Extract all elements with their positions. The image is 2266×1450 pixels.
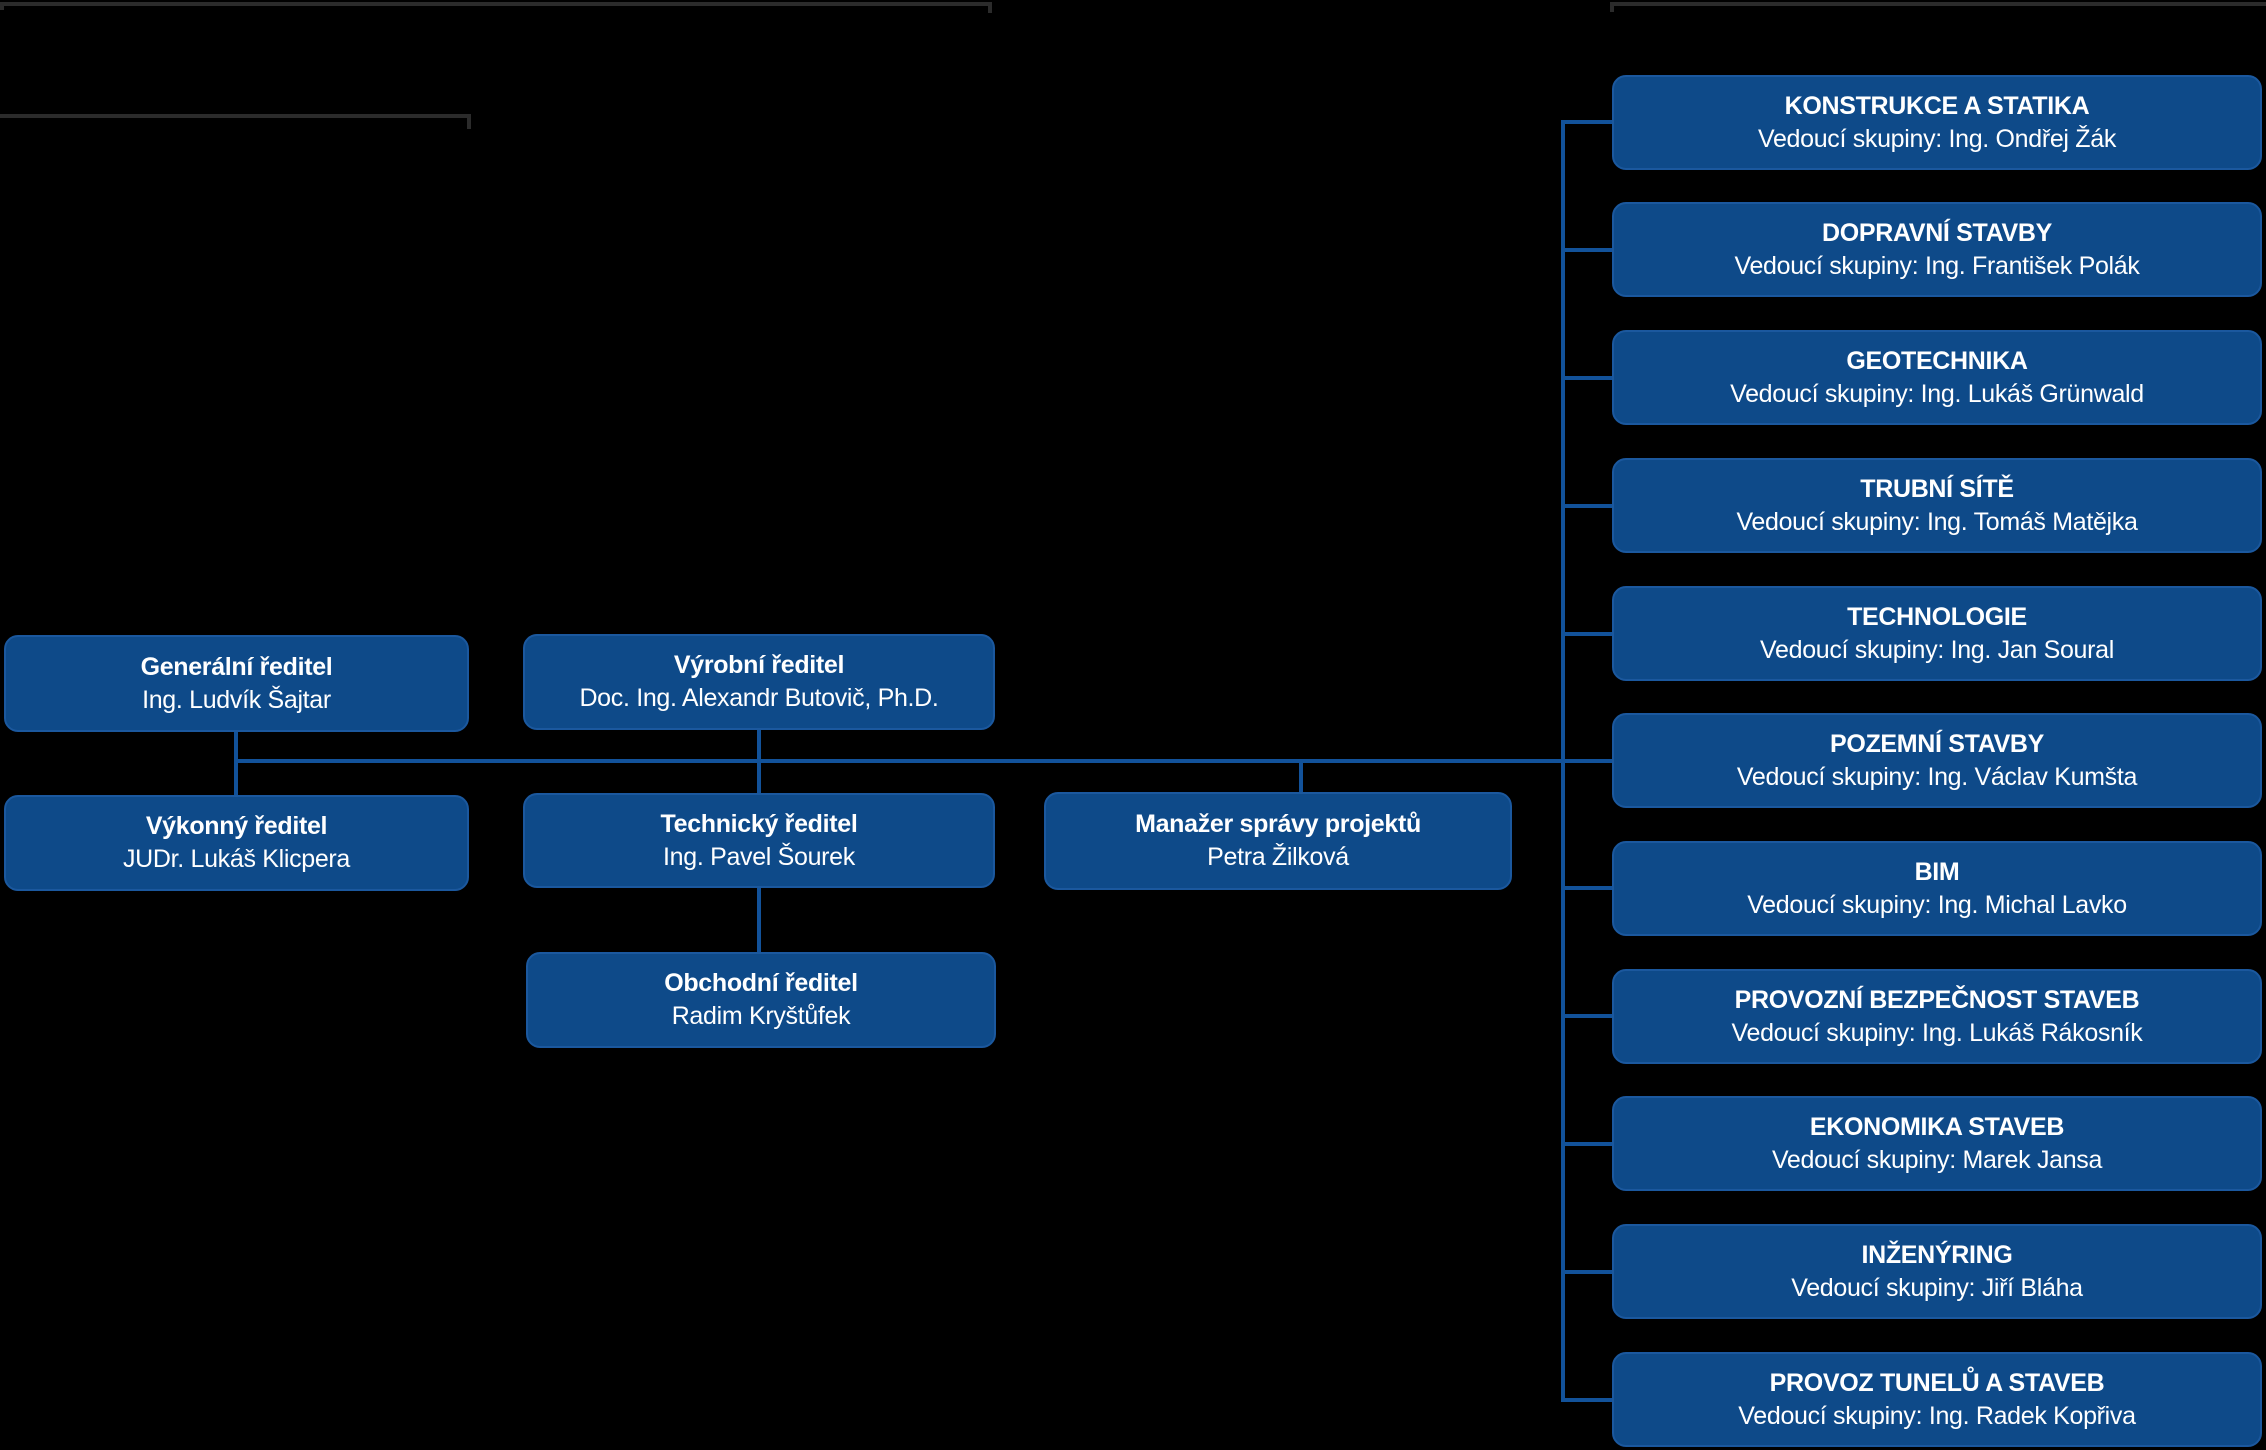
org-box-title: Obchodní ředitel [664, 969, 858, 997]
group-box-title: EKONOMIKA STAVEB [1809, 1112, 2065, 1141]
group-box-leader: Vedoucí skupiny: Ing. Václav Kumšta [1736, 762, 2138, 791]
org-box-manazer-spravy-projektu: Manažer správy projektů Petra Žilková [1044, 792, 1512, 890]
group-box-leader: Vedoucí skupiny: Ing. Lukáš Grünwald [1730, 379, 2144, 408]
org-box-title: Generální ředitel [140, 652, 333, 681]
frame-line-top-left-edge [0, 2, 4, 10]
group-box-leader: Vedoucí skupiny: Marek Jansa [1771, 1145, 2103, 1174]
org-box-title: Výkonný ředitel [145, 812, 328, 840]
connector-main-horizontal [234, 759, 1612, 763]
group-box-pozemni-stavby: POZEMNÍ STAVBY Vedoucí skupiny: Ing. Vác… [1612, 713, 2262, 808]
frame-line-top-left-corner [988, 2, 992, 13]
org-box-title: Technický ředitel [660, 809, 858, 838]
group-box-leader: Vedoucí skupiny: Ing. František Polák [1734, 251, 2140, 280]
connector-stub-konstrukce [1561, 120, 1612, 124]
group-box-leader: Vedoucí skupiny: Ing. Tomáš Matějka [1736, 507, 2138, 536]
group-box-ekonomika-staveb: EKONOMIKA STAVEB Vedoucí skupiny: Marek … [1612, 1096, 2262, 1191]
group-box-title: DOPRAVNÍ STAVBY [1822, 218, 2052, 247]
group-box-leader: Vedoucí skupiny: Ing. Radek Kopřiva [1738, 1401, 2136, 1430]
frame-line-top-right-corner [1610, 2, 1614, 12]
frame-line-mid-left-corner [467, 114, 471, 129]
frame-line-top-right [1610, 2, 2266, 6]
group-box-title: PROVOZ TUNELŮ A STAVEB [1769, 1368, 2105, 1397]
org-box-obchodni-reditel: Obchodní ředitel Radim Kryštůfek [526, 952, 996, 1048]
group-box-leader: Vedoucí skupiny: Ing. Michal Lavko [1747, 890, 2127, 919]
group-box-title: PROVOZNÍ BEZPEČNOST STAVEB [1734, 985, 2140, 1014]
frame-line-mid-left [0, 114, 471, 118]
org-box-person: Ing. Ludvík Šajtar [142, 685, 331, 714]
group-box-bim: BIM Vedoucí skupiny: Ing. Michal Lavko [1612, 841, 2262, 936]
org-box-generalni-reditel: Generální ředitel Ing. Ludvík Šajtar [4, 635, 469, 732]
frame-line-top-left [0, 2, 992, 6]
org-box-person: JUDr. Lukáš Klicpera [122, 845, 351, 873]
group-box-leader: Vedoucí skupiny: Ing. Ondřej Žák [1757, 124, 2117, 153]
group-box-leader: Vedoucí skupiny: Jiří Bláha [1791, 1273, 2083, 1302]
connector-stub-ekonomika [1561, 1142, 1612, 1146]
group-box-konstrukce-a-statika: KONSTRUKCE A STATIKA Vedoucí skupiny: In… [1612, 75, 2262, 170]
org-box-person: Ing. Pavel Šourek [663, 842, 855, 871]
group-box-trubni-site: TRUBNÍ SÍTĚ Vedoucí skupiny: Ing. Tomáš … [1612, 458, 2262, 553]
group-box-leader: Vedoucí skupiny: Ing. Lukáš Rákosník [1731, 1018, 2143, 1047]
group-box-title: KONSTRUKCE A STATIKA [1784, 91, 2090, 120]
connector-stub-bim [1561, 886, 1612, 890]
group-box-dopravni-stavby: DOPRAVNÍ STAVBY Vedoucí skupiny: Ing. Fr… [1612, 202, 2262, 297]
connector-stub-inzenyring [1561, 1270, 1612, 1274]
org-box-title: Výrobní ředitel [673, 651, 845, 679]
org-box-technicky-reditel: Technický ředitel Ing. Pavel Šourek [523, 793, 995, 888]
connector-generalni-vykonny [234, 730, 238, 796]
group-box-title: BIM [1914, 857, 1960, 886]
group-box-technologie: TECHNOLOGIE Vedoucí skupiny: Ing. Jan So… [1612, 586, 2262, 681]
connector-manazer-drop [1299, 759, 1303, 793]
org-box-vyrobni-reditel: Výrobní ředitel Doc. Ing. Alexandr Butov… [523, 634, 995, 730]
connector-stub-provoz-tunelu [1561, 1398, 1612, 1402]
connector-stub-technologie [1561, 632, 1612, 636]
group-box-title: INŽENÝRING [1861, 1240, 2013, 1269]
org-box-person: Doc. Ing. Alexandr Butovič, Ph.D. [579, 684, 939, 712]
connector-spine-vertical [1561, 120, 1565, 1402]
group-box-title: GEOTECHNIKA [1846, 346, 2028, 375]
connector-stub-provozni [1561, 1014, 1612, 1018]
group-box-leader: Vedoucí skupiny: Ing. Jan Soural [1760, 635, 2114, 664]
group-box-title: TRUBNÍ SÍTĚ [1860, 474, 2014, 503]
connector-stub-geotechnika [1561, 376, 1612, 380]
group-box-provoz-tunelu-a-staveb: PROVOZ TUNELŮ A STAVEB Vedoucí skupiny: … [1612, 1352, 2262, 1447]
connector-stub-dopravni [1561, 248, 1612, 252]
org-box-person: Petra Žilková [1207, 843, 1349, 871]
group-box-provozni-bezpecnost-staveb: PROVOZNÍ BEZPEČNOST STAVEB Vedoucí skupi… [1612, 969, 2262, 1064]
connector-stub-trubni [1561, 504, 1612, 508]
group-box-title: TECHNOLOGIE [1847, 602, 2027, 631]
connector-technicky-obchodni [757, 886, 761, 953]
org-box-person: Radim Kryštůfek [671, 1002, 851, 1030]
org-box-title: Manažer správy projektů [1135, 810, 1421, 838]
org-box-vykonny-reditel: Výkonný ředitel JUDr. Lukáš Klicpera [4, 795, 469, 891]
group-box-geotechnika: GEOTECHNIKA Vedoucí skupiny: Ing. Lukáš … [1612, 330, 2262, 425]
group-box-title: POZEMNÍ STAVBY [1829, 729, 2045, 758]
group-box-inzenyring: INŽENÝRING Vedoucí skupiny: Jiří Bláha [1612, 1224, 2262, 1319]
